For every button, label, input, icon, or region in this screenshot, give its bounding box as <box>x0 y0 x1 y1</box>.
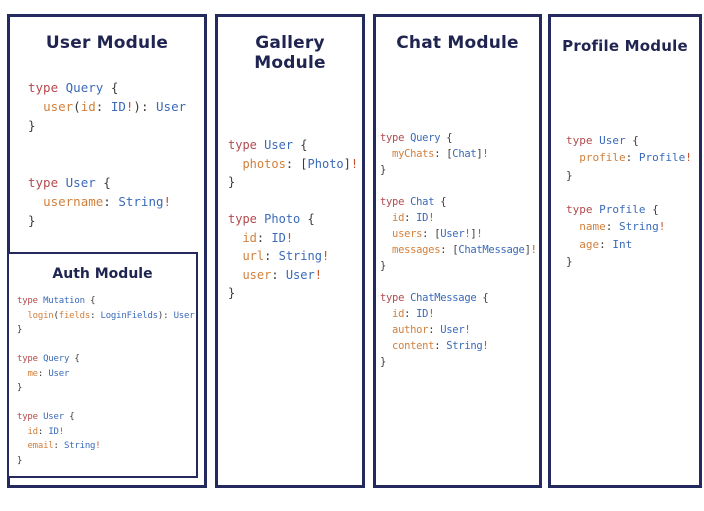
code-line: } <box>28 118 36 133</box>
code-line: } <box>566 255 573 269</box>
code-block: type User { profile: Profile!} type Prof… <box>566 132 692 270</box>
code-line: type User { <box>566 134 639 147</box>
code-line <box>17 396 194 411</box>
code-line: me: User <box>27 368 70 379</box>
code-line: myChats: [Chat]! <box>392 148 489 160</box>
code-line: type User { <box>28 175 111 190</box>
code-line: content: String! <box>392 340 489 352</box>
code-line: } <box>380 260 387 272</box>
code-line: type Chat { <box>380 196 447 208</box>
code-line: } <box>17 383 23 393</box>
code-line <box>17 338 194 353</box>
code-line: type User { <box>17 412 75 422</box>
code-line: } <box>17 455 23 466</box>
code-block: type User { photos: [Photo]!} type Photo… <box>228 136 358 303</box>
code-line <box>228 192 358 211</box>
code-line: id: ID! <box>392 308 435 320</box>
code-line <box>28 154 186 173</box>
code-line: user: User! <box>242 267 322 282</box>
code-line: } <box>566 168 573 182</box>
code-line: } <box>28 213 36 228</box>
code-line <box>28 135 186 154</box>
code-line <box>380 178 537 194</box>
panel-title: Auth Module <box>52 266 153 282</box>
panel-chat-module: Chat Module type Query { myChats: [Chat]… <box>373 14 542 488</box>
code-line: type Query { <box>17 354 80 364</box>
code-line: } <box>17 325 23 335</box>
panel-auth-module: Auth Module type Mutation { login(fields… <box>7 252 198 478</box>
code-line: } <box>228 286 236 300</box>
code-line: type Query { <box>380 132 453 144</box>
code-line: type Photo { <box>228 212 315 226</box>
code-line: username: String! <box>43 194 172 209</box>
code-line: type ChatMessage { <box>380 292 489 304</box>
code-line: users: [User!]! <box>392 228 483 240</box>
code-line: } <box>380 164 387 176</box>
code-line: photos: [Photo]! <box>242 156 359 171</box>
code-line: id: ID! <box>27 426 64 437</box>
code-line: messages: [ChatMessage]! <box>392 244 537 256</box>
panel-title: Profile Module <box>562 37 688 55</box>
code-block: type Query { user(id: ID!): User} type U… <box>28 78 186 230</box>
code-line: login(fields: LoginFields): User <box>27 310 195 321</box>
panel-title: User Module <box>45 33 169 53</box>
panel-title: Gallery Module <box>254 33 326 73</box>
code-line: id: ID! <box>392 212 435 224</box>
panel-gallery-module: Gallery Module type User { photos: [Phot… <box>215 14 365 488</box>
code-line <box>566 184 692 201</box>
code-line: profile: Profile! <box>579 151 692 165</box>
code-line <box>380 274 537 290</box>
code-line: age: Int <box>579 237 633 251</box>
code-line: author: User! <box>392 324 471 336</box>
code-line: user(id: ID!): User <box>43 99 187 114</box>
code-block: type Query { myChats: [Chat]!} type Chat… <box>380 130 537 370</box>
code-line: } <box>228 175 236 189</box>
code-line: } <box>380 356 387 368</box>
code-line: type Query { <box>28 80 119 95</box>
code-line: type Mutation { <box>17 296 96 306</box>
code-line: type Profile { <box>566 203 659 217</box>
panel-profile-module: Profile Module type User { profile: Prof… <box>548 14 702 488</box>
code-line: email: String! <box>27 441 101 451</box>
code-line: id: ID! <box>242 230 294 245</box>
code-line: url: String! <box>242 249 330 263</box>
code-block: type Mutation { login(fields: LoginField… <box>17 294 195 468</box>
panel-user-module: User Module type Query { user(id: ID!): … <box>7 14 207 488</box>
panel-title: Chat Module <box>396 33 519 53</box>
code-line: type User { <box>228 138 308 152</box>
code-line: name: String! <box>579 220 666 234</box>
